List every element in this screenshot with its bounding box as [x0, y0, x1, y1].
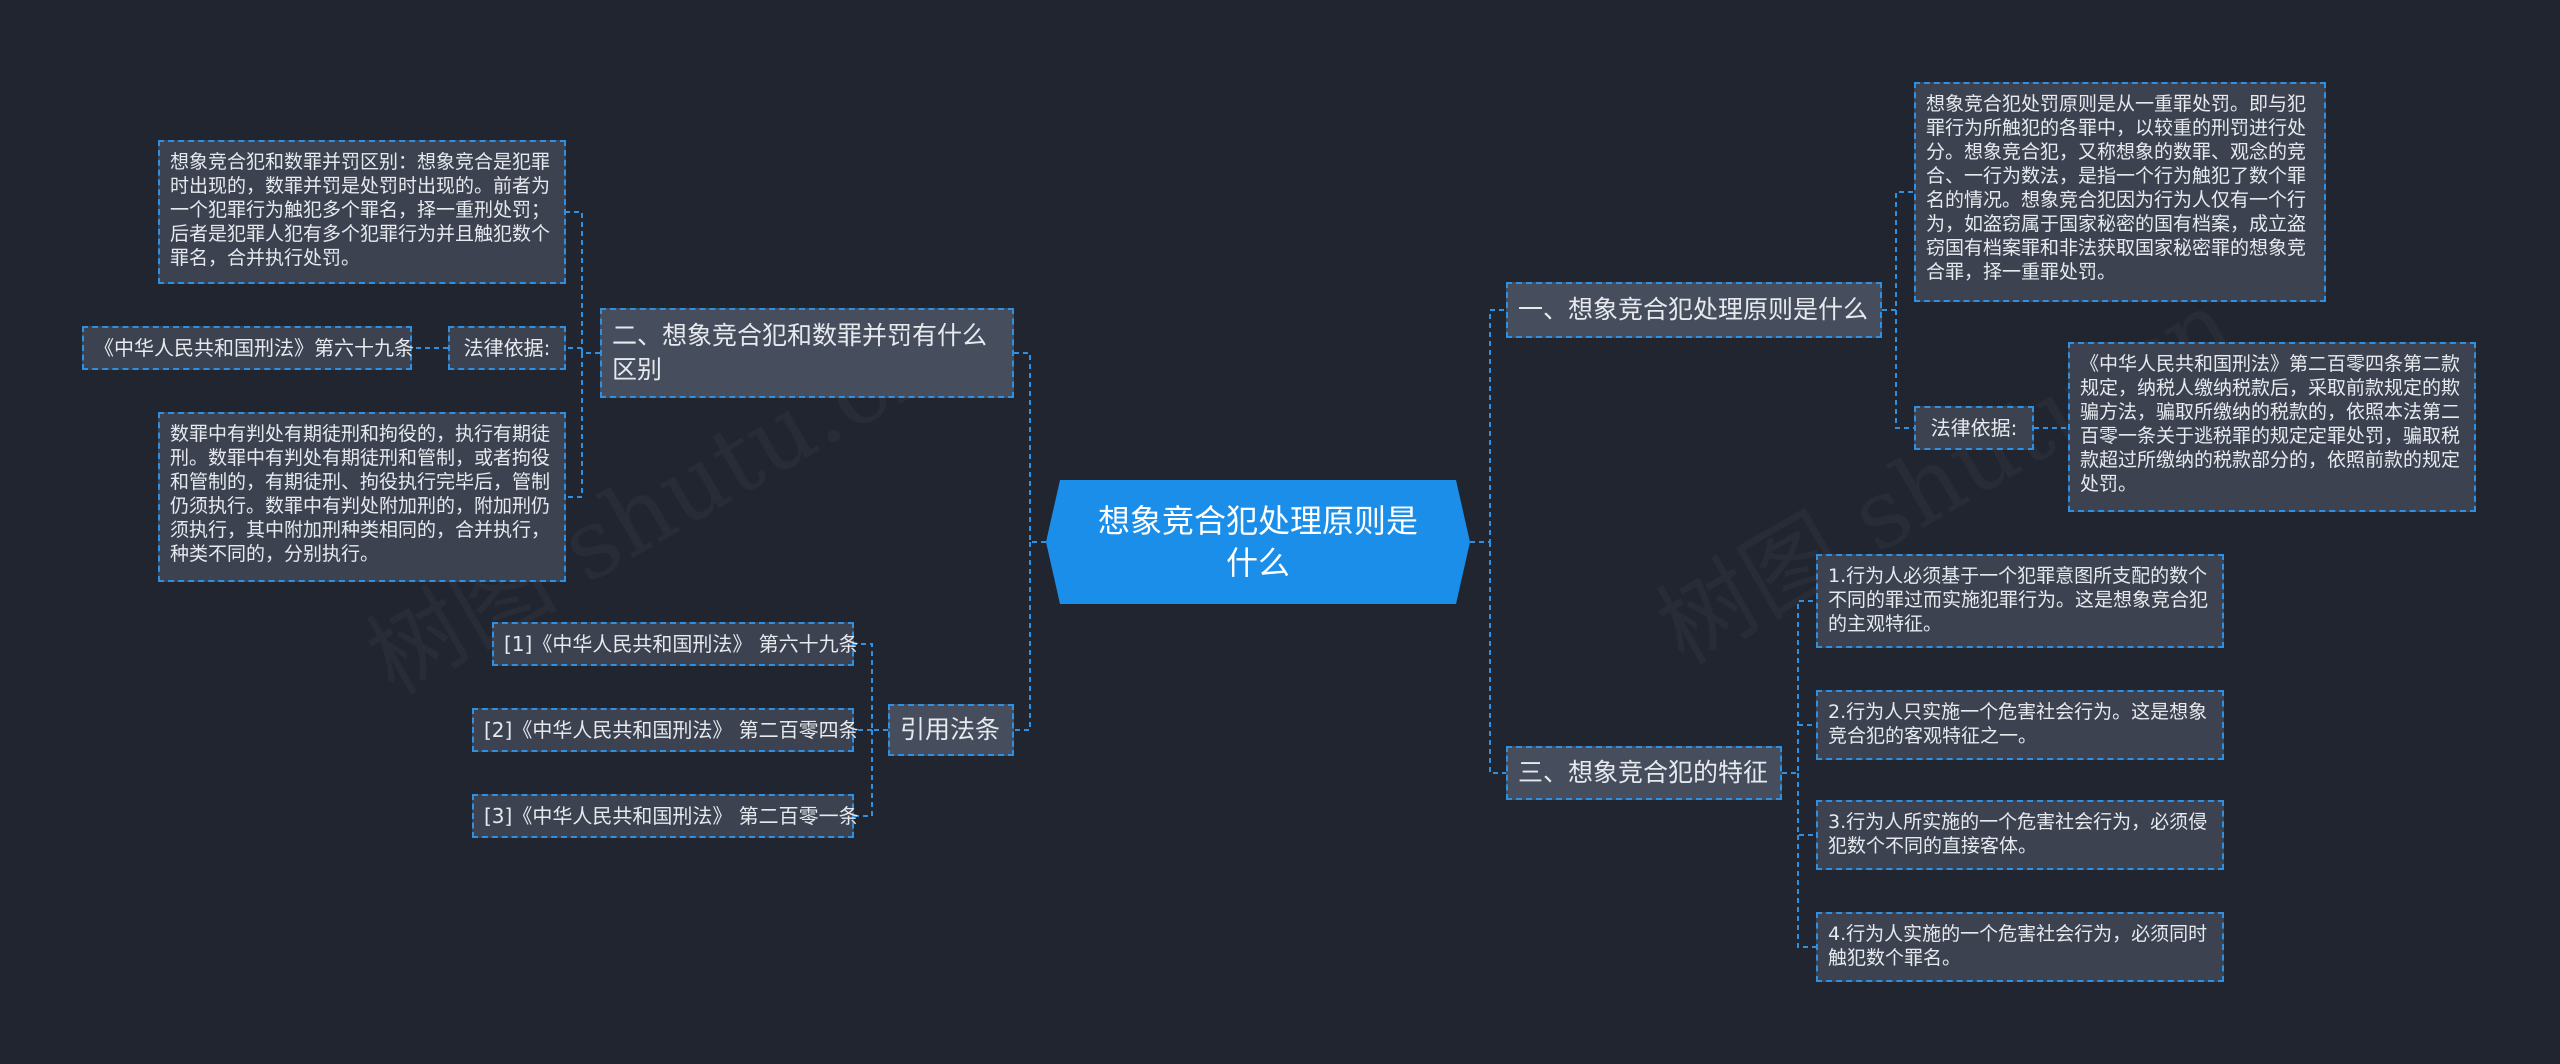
node-text: 想象竞合犯处罚原则是从一重罪处罚。即与犯罪行为所触犯的各罪中，以较重的刑罚进行处… [1926, 93, 2307, 283]
connector-line [1014, 542, 1031, 731]
node-text: 《中华人民共和国刑法》第六十九条 [94, 335, 414, 360]
node-text: 3.行为人所实施的一个危害社会行为，必须侵犯数个不同的直接客体。 [1828, 811, 2208, 857]
cited-article-2[interactable]: [2]《中华人民共和国刑法》 第二百零四条 [472, 708, 859, 752]
node-text: 法律依据: [1930, 415, 2018, 440]
connector-line [1470, 309, 1506, 543]
branch-node-difference[interactable]: 二、想象竞合犯和数罪并罚有什么区别 [600, 308, 1014, 398]
node-text: 4.行为人实施的一个危害社会行为，必须同时触犯数个罪名。 [1828, 923, 2208, 969]
connector-line [1882, 191, 1914, 311]
characteristic-item-3[interactable]: 3.行为人所实施的一个危害社会行为，必须侵犯数个不同的直接客体。 [1816, 800, 2224, 870]
branch-node-processing-principle[interactable]: 一、想象竞合犯处理原则是什么 [1506, 282, 1882, 338]
node-text: 1.行为人必须基于一个犯罪意图所支配的数个不同的罪过而实施犯罪行为。这是想象竞合… [1828, 565, 2209, 635]
legal-basis-text-left[interactable]: 《中华人民共和国刑法》第六十九条 [82, 326, 414, 370]
difference-description-node[interactable]: 想象竞合犯和数罪并罚区别：想象竞合是犯罪时出现的，数罪并罚是处罚时出现的。前者为… [158, 140, 566, 284]
connector-line [1782, 600, 1816, 774]
characteristic-item-4[interactable]: 4.行为人实施的一个危害社会行为，必须同时触犯数个罪名。 [1816, 912, 2224, 982]
branch-title: 三、想象竞合犯的特征 [1518, 757, 1769, 787]
connector-line [854, 730, 873, 817]
connector-line [1797, 773, 1816, 836]
connector-line [1489, 542, 1506, 774]
connector-line [1797, 835, 1816, 948]
legal-basis-label-right[interactable]: 法律依据: [1914, 406, 2034, 450]
characteristic-item-2[interactable]: 2.行为人只实施一个危害社会行为。这是想象竞合犯的客观特征之一。 [1816, 690, 2224, 760]
principle-description-node[interactable]: 想象竞合犯处罚原则是从一重罪处罚。即与犯罪行为所触犯的各罪中，以较重的刑罚进行处… [1914, 82, 2326, 302]
node-text: [1]《中华人民共和国刑法》 第六十九条 [504, 631, 859, 656]
node-text: 法律依据: [463, 335, 551, 360]
central-topic-label: 想象竞合犯处理原则是什么 [1097, 502, 1418, 582]
connector-line [1014, 352, 1046, 543]
cited-article-1[interactable]: [1]《中华人民共和国刑法》 第六十九条 [492, 622, 859, 666]
connector-line [566, 353, 583, 498]
node-text: 数罪中有判处有期徒刑和拘役的，执行有期徒刑。数罪中有判处有期徒刑和管制，或者拘役… [170, 423, 551, 565]
node-text: [2]《中华人民共和国刑法》 第二百零四条 [484, 717, 859, 742]
connector-line [1895, 310, 1914, 429]
branch-node-cited-articles[interactable]: 引用法条 [888, 704, 1014, 756]
node-text: 《中华人民共和国刑法》第二百零四条第二款规定，纳税人缴纳税款后，采取前款规定的欺… [2080, 353, 2461, 495]
legal-basis-text-right[interactable]: 《中华人民共和国刑法》第二百零四条第二款规定，纳税人缴纳税款后，采取前款规定的欺… [2068, 342, 2476, 512]
legal-basis-label-left[interactable]: 法律依据: [448, 326, 566, 370]
branch-title: 一、想象竞合犯处理原则是什么 [1518, 294, 1869, 324]
characteristic-item-1[interactable]: 1.行为人必须基于一个犯罪意图所支配的数个不同的罪过而实施犯罪行为。这是想象竞合… [1816, 554, 2224, 648]
cited-article-3[interactable]: [3]《中华人民共和国刑法》 第二百零一条 [472, 794, 859, 838]
central-topic[interactable]: 想象竞合犯处理原则是什么 [1046, 480, 1470, 604]
combined-punishment-description-node[interactable]: 数罪中有判处有期徒刑和拘役的，执行有期徒刑。数罪中有判处有期徒刑和管制，或者拘役… [158, 412, 566, 582]
node-text: 2.行为人只实施一个危害社会行为。这是想象竞合犯的客观特征之一。 [1828, 701, 2208, 747]
branch-node-characteristics[interactable]: 三、想象竞合犯的特征 [1506, 746, 1782, 800]
connector-line [854, 643, 888, 731]
node-text: 想象竞合犯和数罪并罚区别：想象竞合是犯罪时出现的，数罪并罚是处罚时出现的。前者为… [170, 151, 551, 269]
node-text: [3]《中华人民共和国刑法》 第二百零一条 [484, 803, 859, 828]
branch-title: 引用法条 [900, 714, 1001, 744]
connector-line [566, 211, 600, 354]
branch-title: 二、想象竞合犯和数罪并罚有什么区别 [612, 321, 988, 384]
